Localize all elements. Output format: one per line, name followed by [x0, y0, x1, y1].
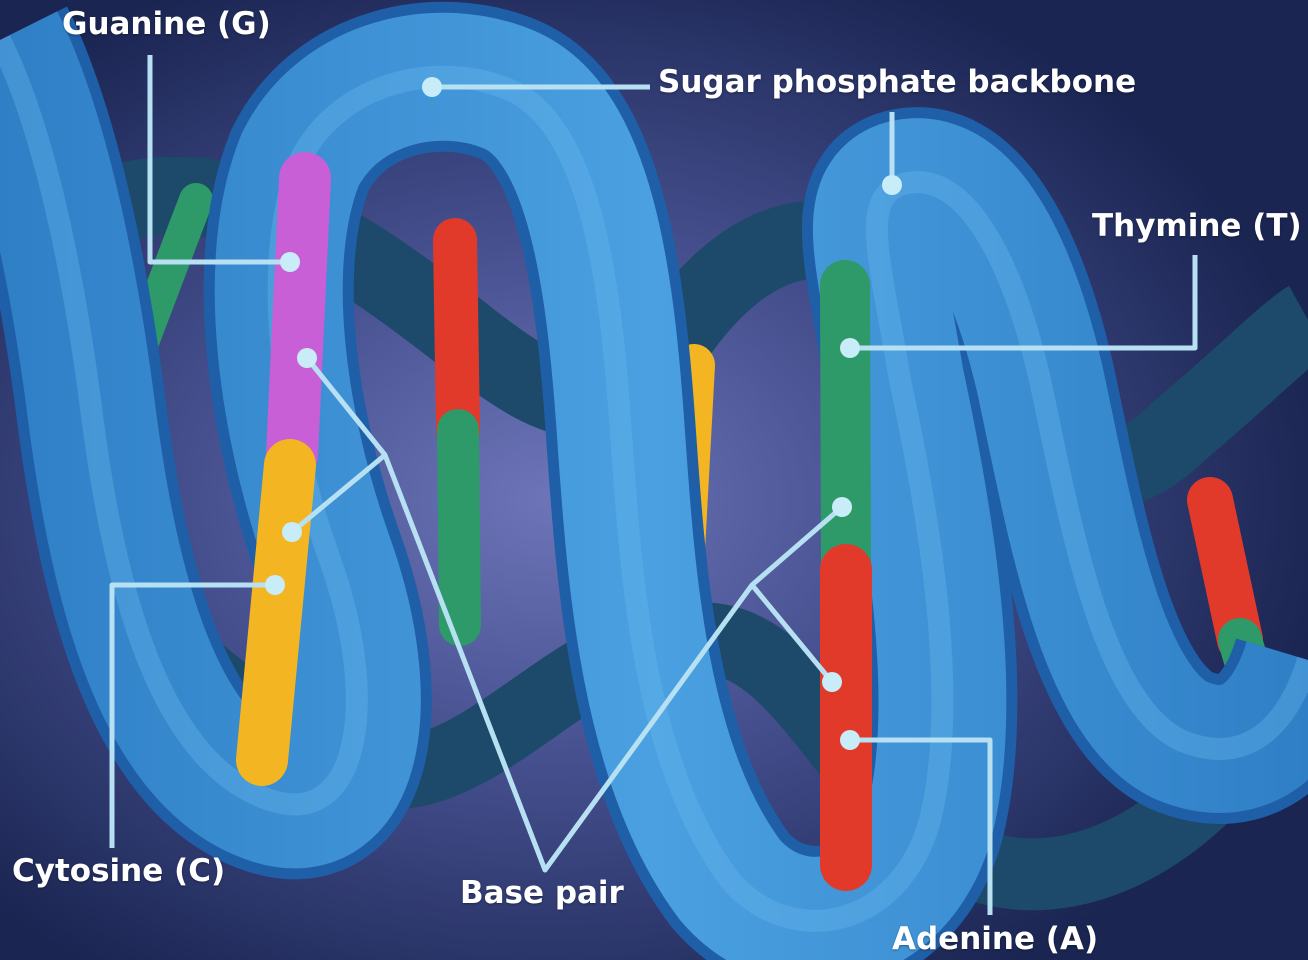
back-base-adenine-thymine	[455, 240, 460, 625]
thymine-adenine-pair	[820, 285, 872, 865]
base-pair-label: Base pair	[460, 878, 624, 909]
adenine-label: Adenine (A)	[892, 924, 1098, 955]
thymine-label: Thymine (T)	[1092, 211, 1302, 242]
guanine-label: Guanine (G)	[62, 9, 271, 40]
cytosine-label: Cytosine (C)	[12, 856, 225, 887]
sugar-phosphate-backbone-label: Sugar phosphate backbone	[658, 67, 1136, 98]
